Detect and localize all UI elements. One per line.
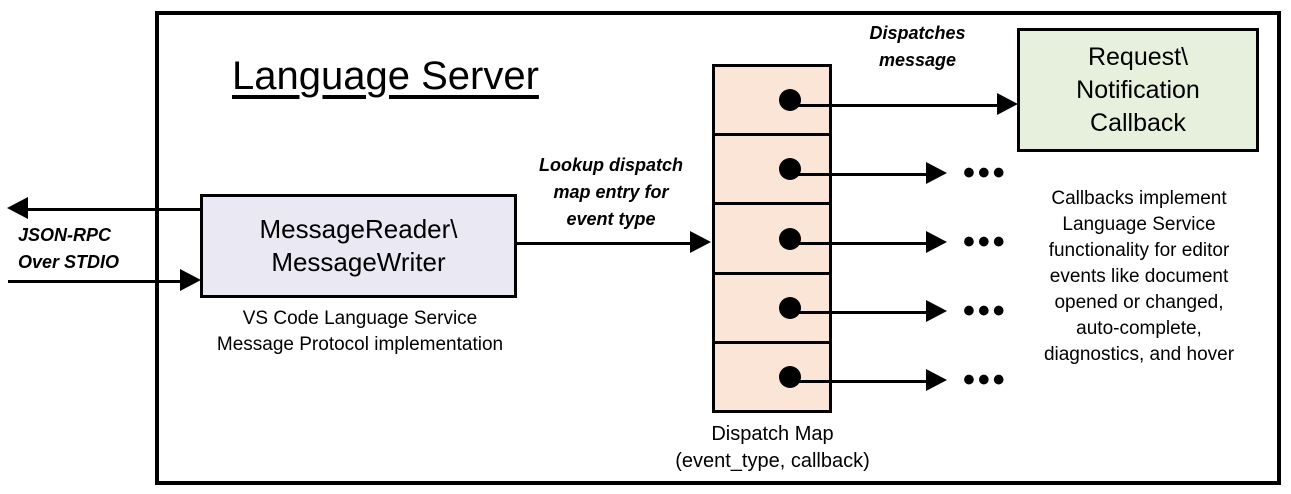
jsonrpc-label-line1: JSON-RPC	[18, 225, 112, 245]
dispatch-row-2-arrow-icon	[926, 162, 947, 184]
dispatch-map-cell-3[interactable]	[715, 205, 829, 275]
callback-caption-line6: auto-complete,	[1076, 318, 1202, 339]
message-reader-writer-caption: VS Code Language Service Message Protoco…	[180, 306, 540, 358]
ellipsis-row-5: •••	[963, 361, 1008, 399]
ellipsis-row-3: •••	[963, 223, 1008, 261]
incoming-channel-line	[8, 280, 186, 283]
dispatch-map-entry-dot-icon	[779, 296, 801, 319]
callback-line2: Notification	[1076, 75, 1200, 104]
dispatch-row-1-line	[786, 104, 1009, 107]
callback-line1: Request\	[1087, 42, 1189, 71]
callback-caption-line2: Language Service	[1062, 214, 1216, 235]
lookup-label-line3: event type	[566, 209, 656, 229]
callback-line3: Callback	[1090, 108, 1186, 137]
dispatch-map-entry-dot-icon	[779, 158, 801, 181]
dispatch-map[interactable]	[712, 64, 832, 413]
language-server-container	[155, 11, 1281, 485]
dispatches-message-label: Dispatches message	[830, 20, 1005, 74]
dispatch-map-caption-line2: (event_type, callback)	[675, 450, 870, 472]
message-rw-caption-line2: Message Protocol implementation	[216, 334, 504, 355]
dispatch-row-5-arrow-icon	[926, 369, 947, 391]
callback-caption-line1: Callbacks implement	[1051, 188, 1227, 209]
dispatch-row-3-arrow-icon	[926, 231, 947, 253]
dispatch-map-caption: Dispatch Map (event_type, callback)	[640, 421, 905, 475]
message-rw-caption-line1: VS Code Language Service	[242, 308, 478, 329]
dispatch-row-2-line	[786, 173, 938, 176]
callback-caption-line3: functionality for editor	[1048, 240, 1230, 261]
callback-caption-line5: opened or changed,	[1054, 292, 1224, 313]
dispatch-map-cell-1[interactable]	[715, 67, 829, 137]
dispatch-map-entry-dot-icon	[779, 89, 801, 112]
lookup-label-line1: Lookup dispatch	[539, 155, 683, 175]
outgoing-channel-arrow-icon	[7, 197, 28, 219]
ellipsis-row-2: •••	[963, 154, 1008, 192]
dispatch-row-4-arrow-icon	[926, 300, 947, 322]
lookup-dispatch-arrow-icon	[690, 231, 711, 253]
dispatch-map-caption-line1: Dispatch Map	[711, 423, 834, 445]
request-notification-callback-box[interactable]: Request\ Notification Callback	[1017, 28, 1259, 152]
message-rw-line2: MessageWriter	[271, 247, 446, 277]
incoming-channel-arrow-icon	[180, 269, 201, 291]
callback-caption: Callbacks implement Language Service fun…	[1010, 186, 1268, 368]
dispatch-map-cell-4[interactable]	[715, 275, 829, 344]
lookup-dispatch-label: Lookup dispatch map entry for event type	[516, 152, 706, 233]
message-reader-writer-box[interactable]: MessageReader\ MessageWriter	[200, 194, 517, 298]
callback-caption-line4: events like document	[1049, 266, 1229, 287]
dispatch-map-cell-2[interactable]	[715, 136, 829, 206]
dispatch-row-3-line	[786, 242, 938, 245]
dispatch-map-entry-dot-icon	[779, 365, 801, 388]
dispatches-label-line2: message	[878, 50, 957, 70]
dispatches-label-line1: Dispatches	[869, 23, 966, 43]
lookup-dispatch-line	[517, 242, 692, 245]
jsonrpc-label-line2: Over STDIO	[18, 252, 120, 272]
dispatch-row-5-line	[786, 380, 938, 383]
dispatch-map-entry-dot-icon	[779, 227, 801, 250]
outgoing-channel-line	[28, 208, 208, 211]
dispatch-row-1-arrow-icon	[997, 93, 1018, 115]
page-title: Language Server	[232, 54, 539, 98]
lookup-label-line2: map entry for	[553, 182, 669, 202]
jsonrpc-channel-label: JSON-RPC Over STDIO	[18, 222, 168, 276]
callback-caption-line7: diagnostics, and hover	[1043, 344, 1235, 365]
ellipsis-row-4: •••	[963, 292, 1008, 330]
dispatch-map-cell-5[interactable]	[715, 344, 829, 410]
dispatch-row-4-line	[786, 311, 938, 314]
message-rw-line1: MessageReader\	[259, 214, 458, 244]
